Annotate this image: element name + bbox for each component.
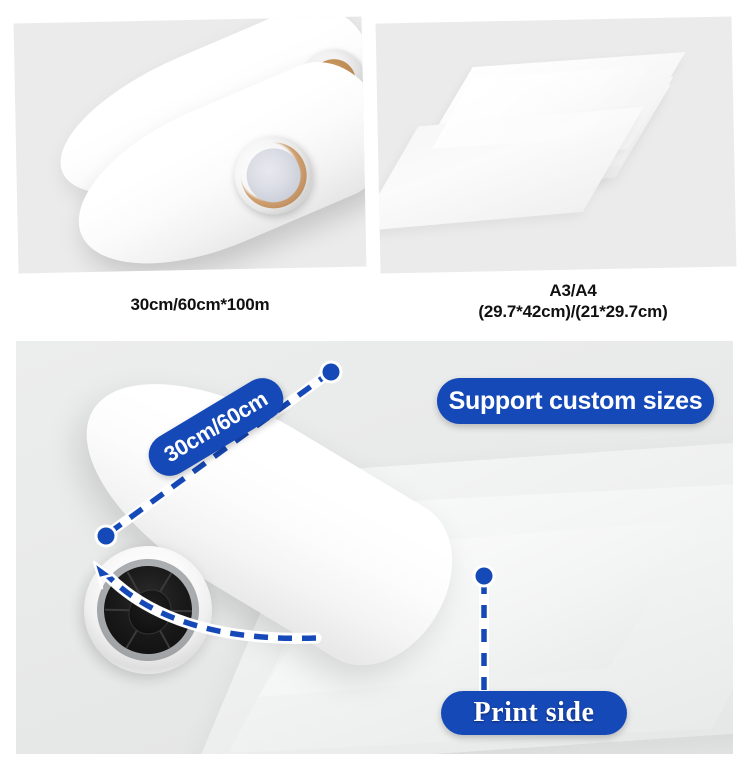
caption-sheet-size: A3/A4 (29.7*42cm)/(21*29.7cm) xyxy=(433,280,713,322)
caption-roll-size: 30cm/60cm*100m xyxy=(60,294,340,315)
badge-support-custom-sizes[interactable]: Support custom sizes xyxy=(437,378,714,424)
caption-roll-size-line1: 30cm/60cm*100m xyxy=(130,295,270,314)
badge-print-side-label: Print side xyxy=(473,697,595,728)
caption-sheet-size-line2: (29.7*42cm)/(21*29.7cm) xyxy=(478,302,668,321)
badge-support-custom-sizes-label: Support custom sizes xyxy=(448,386,703,415)
panel-cut-sheets xyxy=(375,16,737,274)
panel-film-rolls xyxy=(13,16,367,274)
badge-print-side[interactable]: Print side xyxy=(441,691,627,735)
caption-sheet-size-line1: A3/A4 xyxy=(549,281,597,300)
